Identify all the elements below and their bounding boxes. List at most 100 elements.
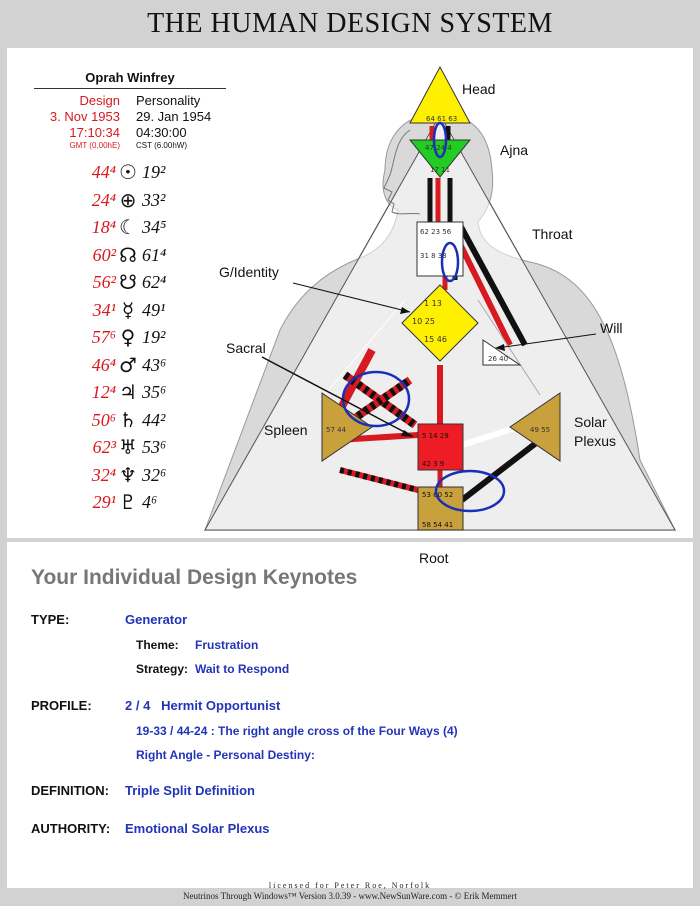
- svg-text:1 13: 1 13: [424, 299, 442, 308]
- venus-icon: ♀: [120, 325, 136, 349]
- personality-gate: 49¹: [142, 299, 166, 320]
- incarnation-cross: 19-33 / 44-24 : The right angle cross of…: [136, 724, 458, 738]
- mars-icon: ♂: [119, 352, 137, 377]
- svg-text:5 14 29: 5 14 29: [422, 432, 449, 440]
- definition-value: Triple Split Definition: [125, 783, 255, 798]
- profile-value: 2 / 4 Hermit Opportunist: [125, 698, 281, 713]
- label-root: Root: [419, 550, 449, 566]
- jupiter-icon: ♃: [119, 380, 137, 404]
- earth-icon: ⊕: [119, 187, 137, 212]
- personality-date: 29. Jan 1954: [136, 109, 212, 124]
- svg-text:10 25: 10 25: [412, 317, 435, 326]
- planet-row: 24⁴⊕33²: [78, 188, 188, 216]
- planet-row: 12⁴♃35⁶: [78, 380, 188, 408]
- authority-label: AUTHORITY:: [31, 821, 111, 836]
- definition-label: DEFINITION:: [31, 783, 109, 798]
- label-head: Head: [462, 81, 496, 97]
- design-gate: 29¹: [92, 492, 116, 512]
- page-title: THE HUMAN DESIGN SYSTEM: [147, 8, 553, 39]
- footer: licensed for Peter Roe, Norfolk Neutrino…: [0, 880, 700, 902]
- profile-label: PROFILE:: [31, 698, 92, 713]
- strategy-value: Wait to Respond: [195, 662, 290, 676]
- svg-text:17 11: 17 11: [430, 166, 450, 174]
- design-gate: 62³: [92, 437, 116, 457]
- type-label: TYPE:: [31, 612, 70, 627]
- personality-gate: 19²: [142, 327, 166, 347]
- pluto-icon: ♇: [119, 490, 137, 514]
- planet-row: 57⁶♀ 19²: [78, 325, 188, 353]
- personality-time: 04:30:00: [136, 125, 187, 140]
- label-will: Will: [600, 320, 623, 336]
- strategy-label: Strategy:: [136, 662, 189, 676]
- planet-row: 29¹♇4⁶: [78, 490, 188, 518]
- planet-row: 60²☊61⁴: [78, 243, 188, 271]
- design-gate: 50⁶: [91, 409, 116, 430]
- personality-gate: 34⁵: [142, 217, 167, 237]
- label-g-identity: G/Identity: [219, 264, 279, 280]
- personality-gate: 35⁶: [142, 382, 167, 402]
- design-gate: 46⁴: [91, 354, 116, 375]
- personality-gate: 53⁶: [142, 437, 167, 457]
- planet-row: 46⁴♂43⁶: [78, 353, 188, 381]
- planet-row: 34¹☿ 49¹: [78, 298, 188, 326]
- design-time: 17:10:34: [69, 125, 120, 140]
- svg-text:31 8 33: 31 8 33: [420, 252, 447, 260]
- authority-value: Emotional Solar Plexus: [125, 821, 270, 836]
- type-value: Generator: [125, 612, 188, 627]
- personality-tz: CST (6.00hW): [136, 141, 187, 150]
- svg-text:57 44: 57 44: [326, 426, 347, 434]
- theme-label: Theme:: [136, 638, 179, 652]
- keynotes-title: Your Individual Design Keynotes: [31, 566, 358, 589]
- design-gate: 34¹: [92, 299, 116, 320]
- svg-text:26 40: 26 40: [488, 355, 508, 363]
- design-label: Design: [79, 93, 120, 108]
- personality-gate: 4⁶: [142, 492, 158, 512]
- neptune-icon: ♆: [119, 462, 137, 487]
- svg-text:64 61 63: 64 61 63: [426, 115, 457, 123]
- planet-row: 44⁴☉19²: [78, 160, 188, 188]
- angle-value: Right Angle - Personal Destiny:: [136, 748, 315, 762]
- personality-gate: 32⁶: [142, 464, 167, 485]
- design-gate: 57⁶: [91, 327, 116, 347]
- planet-row: 18⁴☾34⁵: [78, 215, 188, 243]
- design-gate: 24⁴: [91, 189, 116, 210]
- uranus-icon: ♅: [119, 435, 137, 459]
- person-name: Oprah Winfrey: [34, 70, 226, 89]
- planet-row: 62³♅53⁶: [78, 435, 188, 463]
- design-gate: 60²: [92, 244, 116, 265]
- moon-icon: ☾: [119, 215, 137, 239]
- label-ajna: Ajna: [500, 142, 529, 158]
- svg-text:15 46: 15 46: [424, 335, 447, 344]
- design-tz: GMT (0,00hE): [69, 141, 120, 150]
- label-sacral: Sacral: [226, 340, 266, 356]
- design-gate: 56²: [92, 272, 116, 292]
- south-node-icon: ☋: [119, 270, 137, 294]
- design-date: 3. Nov 1953: [49, 109, 120, 124]
- saturn-icon: ♄: [119, 407, 137, 432]
- mercury-icon: ☿: [121, 297, 135, 322]
- design-gate: 18⁴: [91, 217, 116, 237]
- credit-text: Neutrinos Through Windows™ Version 3.0.3…: [183, 891, 517, 901]
- label-spleen: Spleen: [264, 422, 308, 438]
- personality-gate: 43⁶: [142, 354, 167, 375]
- personality-gate: 19²: [142, 162, 166, 182]
- svg-text:47 24 4: 47 24 4: [425, 144, 452, 152]
- personality-gate: 62⁴: [142, 272, 167, 292]
- svg-text:62 23 56: 62 23 56: [420, 228, 452, 236]
- design-gate: 44⁴: [91, 162, 116, 182]
- svg-text:42 3 9: 42 3 9: [422, 460, 444, 468]
- svg-text:49 55: 49 55: [530, 426, 550, 434]
- planet-row: 56²☋62⁴: [78, 270, 188, 298]
- planet-row: 50⁶♄44²: [78, 408, 188, 436]
- planet-row: 32⁴♆32⁶: [78, 463, 188, 491]
- label-solar-plexus: Solar Plexus: [574, 414, 617, 449]
- theme-value: Frustration: [195, 638, 259, 652]
- label-throat: Throat: [532, 226, 573, 242]
- north-node-icon: ☊: [119, 242, 137, 267]
- personality-gate: 33²: [142, 189, 166, 210]
- keynotes-panel: [7, 542, 693, 888]
- license-text: licensed for Peter Roe, Norfolk: [268, 881, 432, 890]
- personality-gate: 44²: [142, 409, 166, 430]
